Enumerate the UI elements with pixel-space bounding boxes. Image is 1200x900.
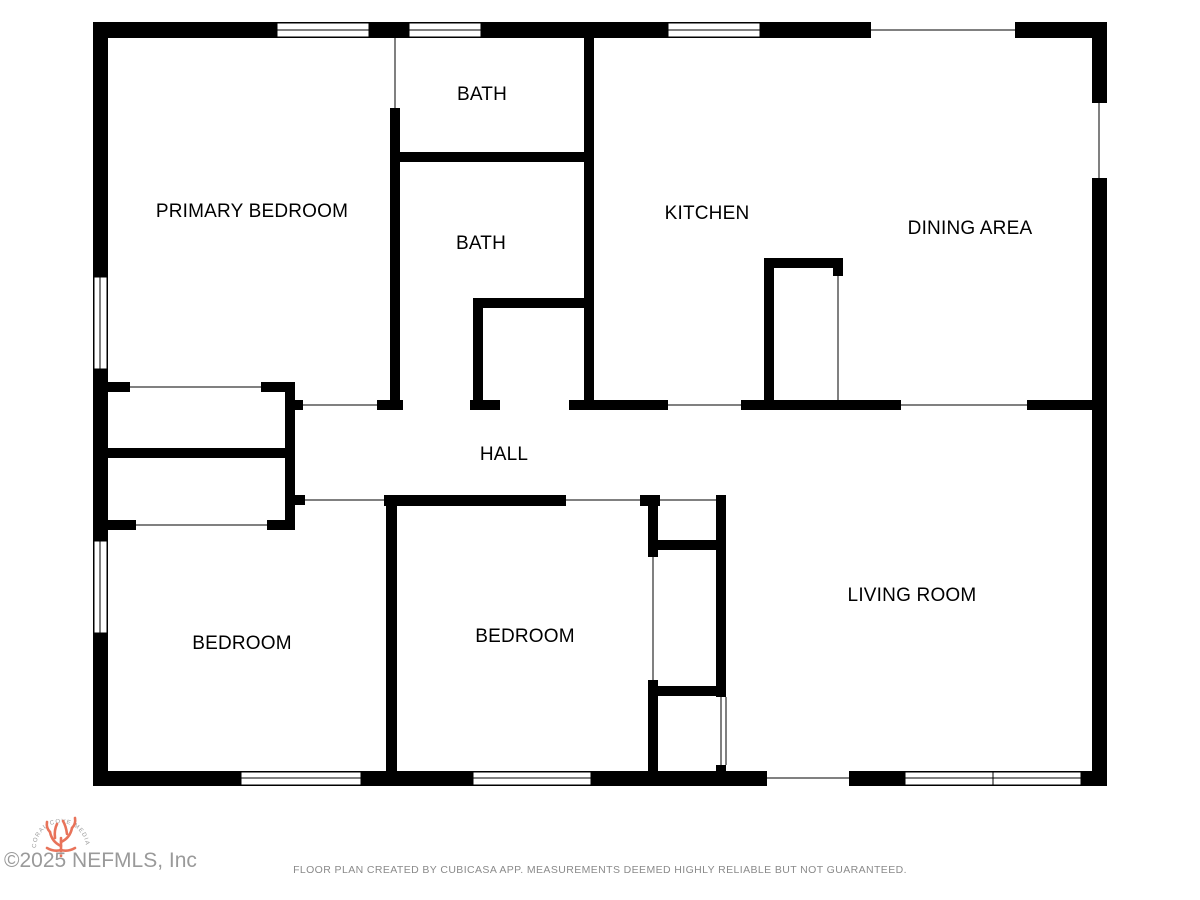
wall-closet-mid-2 bbox=[648, 686, 726, 696]
openings bbox=[130, 22, 1107, 786]
windows bbox=[93, 22, 1082, 786]
kitchen-pantry-right bbox=[833, 258, 843, 276]
window-left-primary bbox=[93, 276, 108, 370]
hall-top-seg-4 bbox=[377, 400, 403, 410]
wall-bath-closet-top bbox=[473, 298, 594, 308]
wall-bed-closet-left bbox=[648, 495, 658, 557]
kitchen-pantry-left bbox=[764, 258, 774, 410]
closet-left-bot-seg-1 bbox=[93, 520, 136, 530]
room-labels: PRIMARY BEDROOM BATH BATH KITCHEN DINING… bbox=[156, 84, 1033, 654]
wall-closet-mid-1 bbox=[648, 540, 726, 550]
hall-top-seg-6 bbox=[569, 400, 668, 410]
interior-walls bbox=[93, 36, 1107, 786]
wall-bath-closet-side bbox=[473, 298, 483, 410]
window-bottom-bedroom-left bbox=[240, 771, 362, 786]
wall-bed-hall-top bbox=[384, 495, 566, 506]
hall-top-seg-2 bbox=[261, 382, 295, 392]
window-top-kitchen bbox=[667, 22, 761, 38]
hall-top-seg-5 bbox=[470, 400, 500, 410]
label-bedroom-middle: BEDROOM bbox=[475, 626, 575, 647]
wall-bath-kitchen bbox=[584, 36, 594, 410]
label-bath-lower: BATH bbox=[456, 233, 506, 254]
closet-left-bot-seg-2 bbox=[267, 520, 295, 530]
wall-bed-divider bbox=[386, 495, 397, 786]
label-hall: HALL bbox=[480, 444, 528, 465]
label-primary-bedroom: PRIMARY BEDROOM bbox=[156, 201, 348, 222]
window-left-bedroom bbox=[93, 540, 108, 634]
kitchen-pantry-top bbox=[764, 258, 843, 268]
label-kitchen: KITCHEN bbox=[665, 203, 750, 224]
hall-top-seg-7 bbox=[741, 400, 901, 410]
label-bedroom-left: BEDROOM bbox=[192, 633, 292, 654]
label-bath-upper: BATH bbox=[457, 84, 507, 105]
label-dining-area: DINING AREA bbox=[908, 218, 1033, 239]
wall-left bbox=[93, 22, 108, 786]
hall-top-seg-1 bbox=[93, 382, 130, 392]
window-bottom-living bbox=[904, 771, 1082, 786]
window-top-bath bbox=[408, 22, 482, 38]
wall-primary-bath bbox=[390, 108, 400, 410]
hall-bottom-left-stub bbox=[285, 495, 305, 505]
wall-bath-split bbox=[390, 152, 594, 162]
label-living-room: LIVING ROOM bbox=[848, 585, 977, 606]
window-bottom-bedroom-middle bbox=[472, 771, 592, 786]
hall-top-seg-8 bbox=[1027, 400, 1107, 410]
wall-closet-tail bbox=[716, 765, 726, 786]
wall-bed-closet-left-2 bbox=[648, 680, 658, 786]
wall-closet-outer bbox=[716, 495, 726, 697]
copyright-text: ©2025 NEFMLS, Inc bbox=[4, 849, 197, 872]
window-top-primary bbox=[276, 22, 370, 38]
closet-left-divider bbox=[93, 448, 295, 458]
coral-icon bbox=[45, 816, 77, 858]
disclaimer-text: FLOOR PLAN CREATED BY CUBICASA APP. MEAS… bbox=[293, 864, 907, 876]
